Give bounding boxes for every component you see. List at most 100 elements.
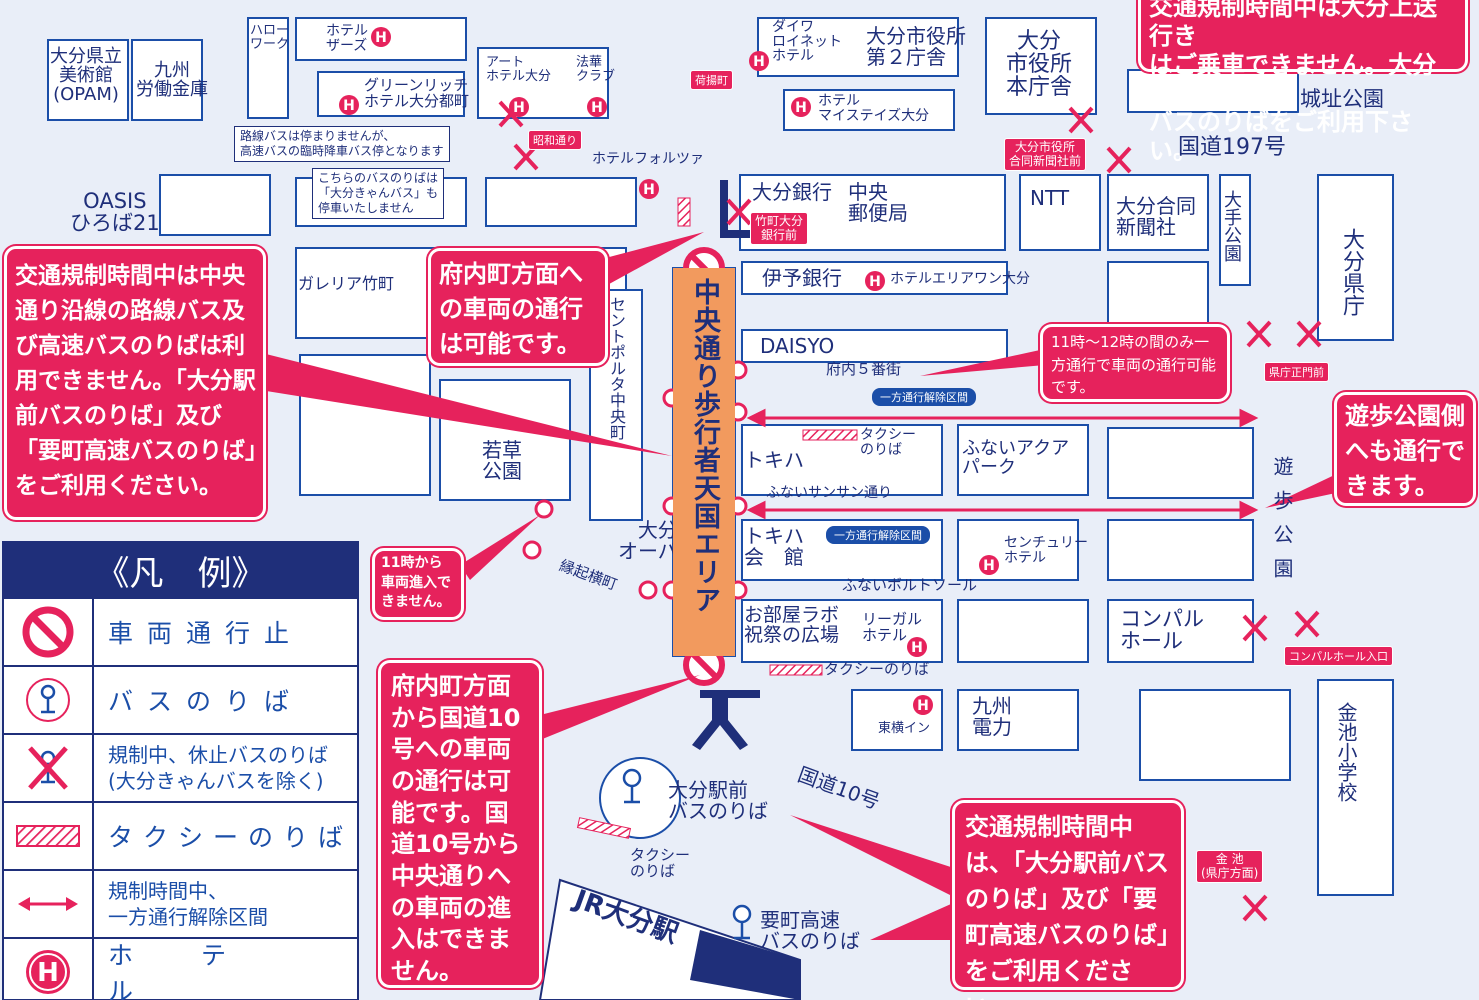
taxi-line-1: タクシー [860, 427, 916, 443]
legend: 《凡 例》 車両通行止 バスのりば 規制中、休止バスのりば (大分きゃんバスを除… [2, 541, 359, 1000]
heya-line-1: お部屋ラボ [744, 604, 840, 626]
oneway-label-upper: 一方通行解除区間 [872, 388, 976, 406]
kyuden-line-2: 電力 [972, 715, 1012, 739]
svg-text:H: H [643, 182, 655, 198]
left-main-callout: 交通規制時間中は中央通り沿線の路線バス及び高速バスのりばは利用できません。「大分… [4, 246, 266, 520]
block-godo [1107, 174, 1209, 251]
rokin-line-2: 労働金庫 [136, 78, 208, 100]
century-label: センチュリー ホテル [1004, 536, 1088, 565]
eleven-no-entry-callout: 11時から車両進入できません。 [372, 548, 464, 620]
taxi-stand-post [677, 197, 691, 227]
hotel-icon: H [749, 51, 769, 71]
oasis-line-2: ひろば21 [70, 211, 160, 236]
taxi-station-label: タクシー のりば [630, 847, 690, 880]
oasis-line-1: OASIS [83, 189, 147, 213]
block-century [957, 519, 1079, 581]
svg-text:H: H [591, 100, 603, 116]
nishikimachi-tag: 荷揚町 [690, 70, 733, 90]
prefecture-label: 大分県庁 [1339, 228, 1364, 316]
kanamachi-bus-stop-icon [732, 904, 752, 940]
block-forza [485, 177, 637, 227]
takemachi-line-2: 銀行前 [761, 228, 798, 243]
block-opam [47, 39, 129, 121]
block-east-south [1139, 689, 1291, 781]
hotel-icon: H [791, 97, 811, 117]
legend-title: 《凡 例》 [4, 543, 357, 597]
svg-text:H: H [983, 558, 995, 574]
block-aqua [957, 424, 1089, 496]
city-stop-line-2: 合同新聞社前 [1009, 154, 1082, 169]
pedestrian-area-label: 中央通り歩行者天国エリア [689, 278, 720, 614]
godo-line-2: 新聞社 [1116, 215, 1176, 239]
iyo-bank-label: 伊予銀行 [762, 266, 842, 290]
station-bus-line-2: バスのりば [668, 799, 768, 823]
legend-row-bus-stop: バスのりば [4, 665, 357, 733]
wakakusa-label: 若草 公園 [482, 440, 522, 482]
hotel-icon: H [587, 97, 607, 117]
hotel-icon: H [639, 179, 659, 199]
galleria-label: ガレリア竹町 [298, 274, 395, 293]
opa-line-2: オーパ [618, 539, 678, 563]
block-wakakusa [439, 379, 571, 501]
station-bus-line-1: 大分駅前 [668, 778, 748, 802]
svg-text:H: H [869, 274, 881, 290]
jr-station-band [538, 878, 801, 1000]
hotel-the-s-line-2: ザーズ [326, 37, 368, 54]
block-mystays [783, 89, 955, 131]
kaikan-line-1: トキハ [744, 524, 804, 548]
opam-line-3: (OPAM) [53, 83, 119, 105]
compal-label: コンパル ホール [1120, 608, 1204, 652]
kyan-line-1: こちらのバスのりばは [318, 171, 439, 185]
century-line-2: ホテル [1004, 549, 1046, 566]
funai5-label: 府内５番街 [826, 360, 902, 378]
hotel-icon: H [913, 695, 933, 715]
aqua-line-1: ふないアクア [962, 438, 1070, 459]
tokiwa-kaikan-label: トキハ 会 館 [744, 526, 804, 568]
opam-line-2: 美術館 [59, 64, 113, 86]
city-office-2-line-1: 大分市役所 [866, 24, 966, 48]
green-rich-line-1: グリーンリッチ [364, 76, 469, 94]
callout-pointers [250, 232, 1350, 940]
block-kencho [1317, 174, 1394, 341]
hotel-icon: H [4, 939, 94, 1000]
kyan-line-2: 「大分きゃんバス」も [318, 186, 439, 200]
post-line-2: 郵便局 [848, 201, 908, 225]
boulevard-label: ふないボルトソール [842, 576, 978, 594]
bottom-right-callout: 交通規制時間中は、「大分駅前バスのりば」及び「要町高速バスのりば」をご利用くださ… [952, 800, 1184, 1000]
hotel-icon: H [371, 27, 391, 47]
kanamachi-line-1: 要町高速 [760, 908, 840, 932]
sunsan-label: ふないサンサン通り [766, 485, 892, 501]
block-aqua-east [1107, 427, 1254, 499]
block-city-office [985, 17, 1097, 115]
rokin-label: 九州 労働金庫 [136, 61, 208, 100]
taxi-stand-regal [769, 664, 823, 676]
no-stop-note: 路線バスは停まりませんが、 高速バスの臨時降車バス停となります [234, 126, 450, 162]
daiwa-line-1: ダイワ [772, 19, 814, 35]
legend-text-hotel: ホテル [108, 941, 295, 1000]
hotel-icon: H [509, 97, 529, 117]
hellowork-label: ハロー ワーク [250, 23, 290, 52]
legend-text-two-way: 規制時間中、 一方通行解除区間 [108, 879, 268, 929]
yuho-side-callout: 遊歩公園側へも通行できます。 [1334, 392, 1476, 506]
suspended-bus-stop-icon [4, 735, 94, 801]
one-way-lifted-arrows [746, 408, 1259, 520]
regal-line-2: ホテル [862, 625, 908, 644]
svg-text:H: H [37, 958, 59, 988]
post-line-1: 中央 [848, 180, 888, 204]
hotel-icon: H [979, 555, 999, 575]
kyuden-line-1: 九州 [972, 694, 1012, 718]
compal-stop-tag: コンパルホール入口 [1284, 646, 1393, 666]
suspended-bus-stops [498, 100, 1322, 922]
legend-row-hotel: H ホテル [4, 937, 357, 1000]
daisyo-label: DAISYO [760, 334, 835, 358]
top-banner-line-2: はご乗車できません。大分駅前 [1149, 50, 1437, 108]
oasis-label: OASIS ひろば21 [70, 190, 160, 234]
block-heya-east [957, 599, 1089, 663]
taxi3-line-2: のりば [630, 861, 676, 880]
hotel-icon: H [907, 637, 927, 657]
heya-label: お部屋ラボ 祝祭の広場 [744, 604, 840, 646]
century-line-1: センチュリー [1004, 535, 1088, 551]
kyuden-label: 九州 電力 [972, 696, 1012, 738]
taxi-stand-tokiwa [802, 429, 858, 441]
